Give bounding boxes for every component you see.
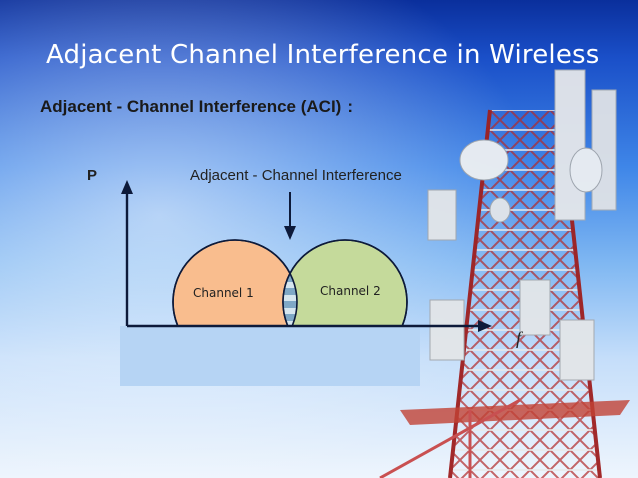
subtitle-suffix: : (347, 97, 353, 116)
channel-1-label: Channel 1 (193, 286, 254, 300)
y-axis-arrowhead (121, 180, 133, 194)
slide-subtitle: Adjacent - Channel Interference (ACI): (40, 97, 353, 117)
slide-title: Adjacent Channel Interference in Wireles… (46, 40, 600, 70)
channel-2-label: Channel 2 (320, 284, 381, 298)
subtitle-text: Adjacent - Channel Interference (ACI) (40, 97, 342, 116)
tower-illustration (379, 69, 630, 478)
interference-arrowhead (284, 226, 296, 240)
y-axis-label: P (87, 167, 97, 184)
interference-label: Adjacent - Channel Interference (190, 167, 402, 184)
interference-diagram: P Adjacent - Channel Interference Channe… (87, 167, 524, 386)
x-axis-arrowhead (478, 320, 492, 332)
x-axis-label: f (516, 328, 524, 348)
